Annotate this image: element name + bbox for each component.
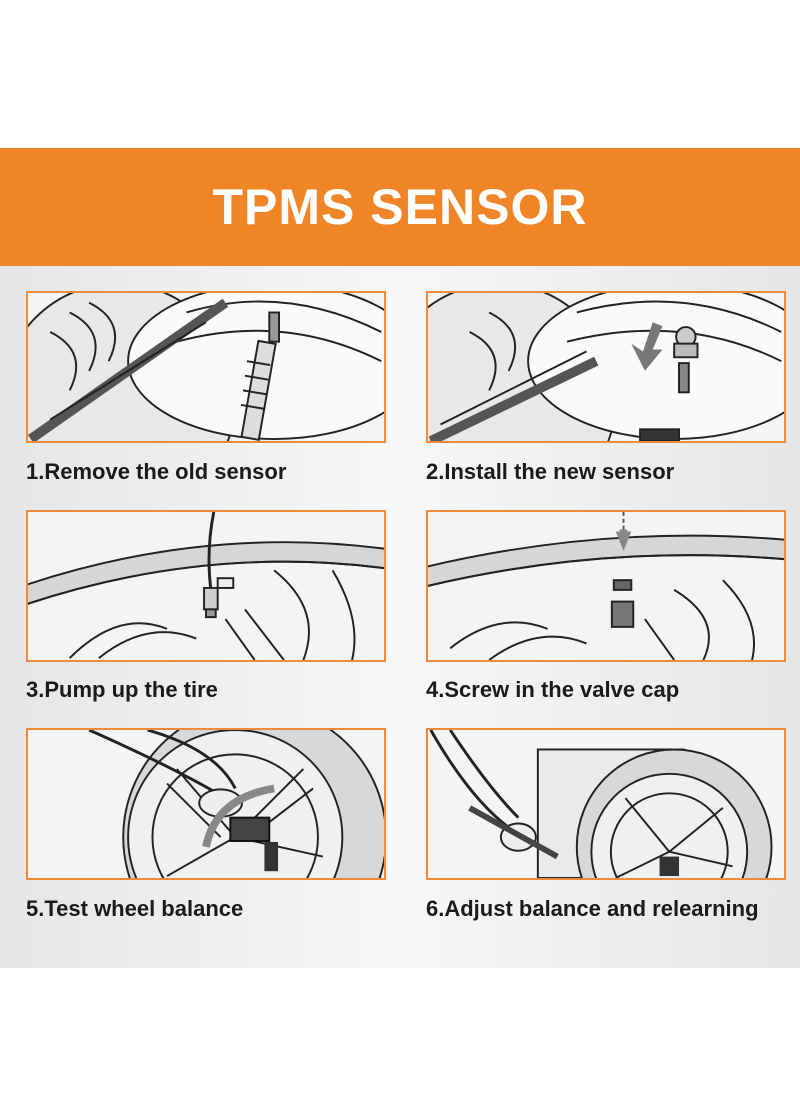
step-5-illustration [26,728,386,880]
step-5-caption: 5.Test wheel balance [26,896,244,921]
page-title: TPMS SENSOR [212,179,588,235]
step-1-caption: 1.Remove the old sensor [26,459,287,484]
wheel-balance-drawing [88,730,384,878]
step-3-illustration [26,510,386,662]
step-4-caption: 4.Screw in the valve cap [426,677,680,702]
title-banner: TPMS SENSOR [0,148,800,266]
step-3-caption: 3.Pump up the tire [26,677,218,702]
step-2-illustration [426,291,786,443]
valve-cap-drawing [428,512,784,660]
step-4-illustration [426,510,786,662]
step-1-illustration [26,291,386,443]
adjust-balance-drawing [429,730,773,878]
install-sensor-drawing [428,293,784,441]
pump-tire-drawing [28,512,384,660]
remove-sensor-drawing [28,293,384,441]
step-2-caption: 2.Install the new sensor [426,459,675,484]
step-6-caption: 6.Adjust balance and relearning [426,896,759,921]
step-6-illustration [426,728,786,880]
